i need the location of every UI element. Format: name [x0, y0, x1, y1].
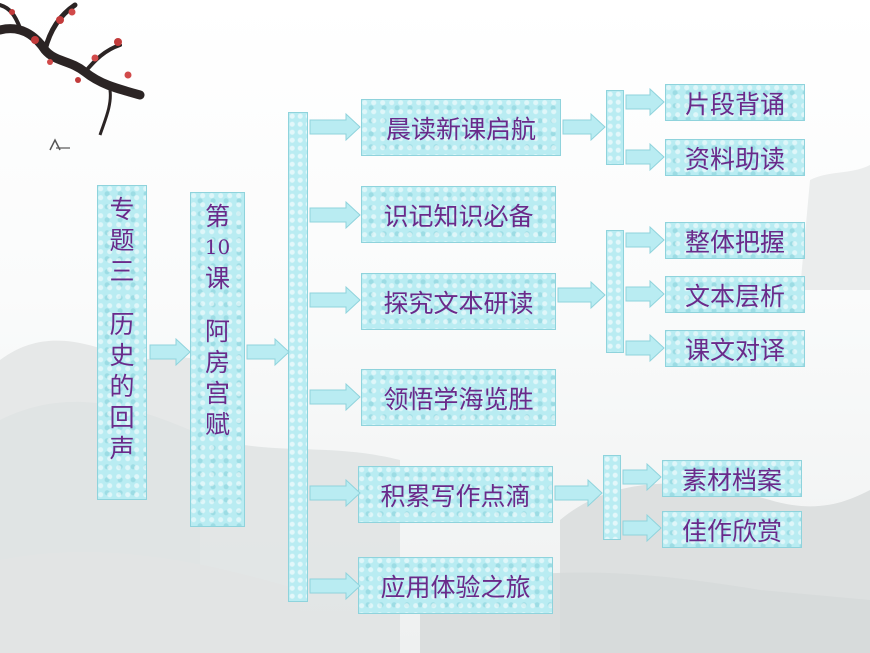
topic-char: 声	[109, 434, 135, 463]
topic-char: 专	[109, 195, 135, 224]
topic-box: 专题三历史的回声	[97, 185, 147, 500]
section-3-box: 探究文本研读	[361, 273, 556, 330]
arrow-to-section-3	[309, 285, 361, 315]
arrow-to-section-4	[309, 382, 361, 412]
section-1-box: 晨读新课启航	[361, 99, 561, 156]
arrow-lesson-to-bar	[246, 337, 290, 367]
section-1-label: 晨读新课启航	[385, 114, 536, 144]
sub-3-1-label: 素材档案	[681, 465, 782, 495]
lesson-char: 房	[204, 348, 230, 377]
sub-2-2-label: 文本层析	[684, 281, 785, 311]
sub-2-1-label: 整体把握	[684, 227, 785, 257]
section-4-label: 领悟学海览胜	[383, 384, 534, 414]
section-5-box: 积累写作点滴	[358, 466, 553, 523]
sub-2-2-box: 文本层析	[665, 276, 805, 313]
group3-connector-bar	[603, 455, 621, 540]
sub-2-3-label: 课文对译	[684, 335, 785, 365]
arrow-to-section-1	[309, 112, 361, 142]
arrow-to-sub-3-1	[622, 462, 662, 492]
topic-char: 历	[109, 310, 135, 339]
section-4-box: 领悟学海览胜	[361, 369, 556, 426]
section-2-label: 识记知识必备	[383, 201, 534, 231]
lesson-char: 赋	[204, 410, 230, 439]
lesson-char: 10	[204, 235, 231, 259]
topic-char: 史	[109, 341, 135, 370]
arrow-to-sub-1-1	[625, 87, 665, 117]
arrow-section3-to-group2	[557, 280, 606, 310]
arrow-to-sub-2-3	[625, 333, 665, 363]
topic-char: 的	[109, 372, 135, 401]
arrow-to-section-5	[309, 478, 361, 508]
section-6-label: 应用体验之旅	[380, 572, 531, 602]
arrow-to-sub-2-1	[625, 225, 665, 255]
section-5-label: 积累写作点滴	[380, 481, 531, 511]
sub-1-1-label: 片段背诵	[684, 89, 785, 119]
lesson-char: 课	[204, 264, 230, 293]
level2-connector-bar	[288, 112, 308, 602]
topic-char: 回	[109, 403, 135, 432]
lesson-char: 阿	[204, 317, 230, 346]
sub-1-2-box: 资料助读	[665, 139, 805, 176]
arrow-topic-to-lesson	[149, 337, 191, 367]
sub-1-1-box: 片段背诵	[665, 84, 805, 121]
arrow-section5-to-group3	[554, 478, 603, 508]
section-2-box: 识记知识必备	[361, 186, 556, 243]
section-3-label: 探究文本研读	[383, 288, 534, 318]
arrow-to-section-6	[309, 571, 361, 601]
sub-2-3-box: 课文对译	[665, 330, 805, 367]
arrow-to-sub-2-2	[625, 279, 665, 309]
lesson-char: 宫	[204, 379, 230, 408]
lesson-box: 第 10 课阿房宫赋	[190, 192, 245, 527]
arrow-to-sub-1-2	[625, 142, 665, 172]
lesson-char: 第	[204, 202, 230, 231]
arrow-to-section-2	[309, 200, 361, 230]
plum-branch-icon	[0, 2, 145, 151]
sub-3-2-label: 佳作欣赏	[681, 516, 782, 546]
sub-3-1-box: 素材档案	[662, 460, 802, 497]
group2-connector-bar	[606, 230, 624, 353]
topic-char: 题	[109, 226, 135, 255]
arrow-section1-to-group1	[562, 112, 606, 142]
topic-char: 三	[109, 257, 135, 286]
section-6-box: 应用体验之旅	[358, 557, 553, 614]
sub-2-1-box: 整体把握	[665, 222, 805, 259]
sub-3-2-box: 佳作欣赏	[662, 511, 802, 548]
group1-connector-bar	[606, 90, 624, 165]
arrow-to-sub-3-2	[622, 513, 662, 543]
sub-1-2-label: 资料助读	[684, 144, 785, 174]
